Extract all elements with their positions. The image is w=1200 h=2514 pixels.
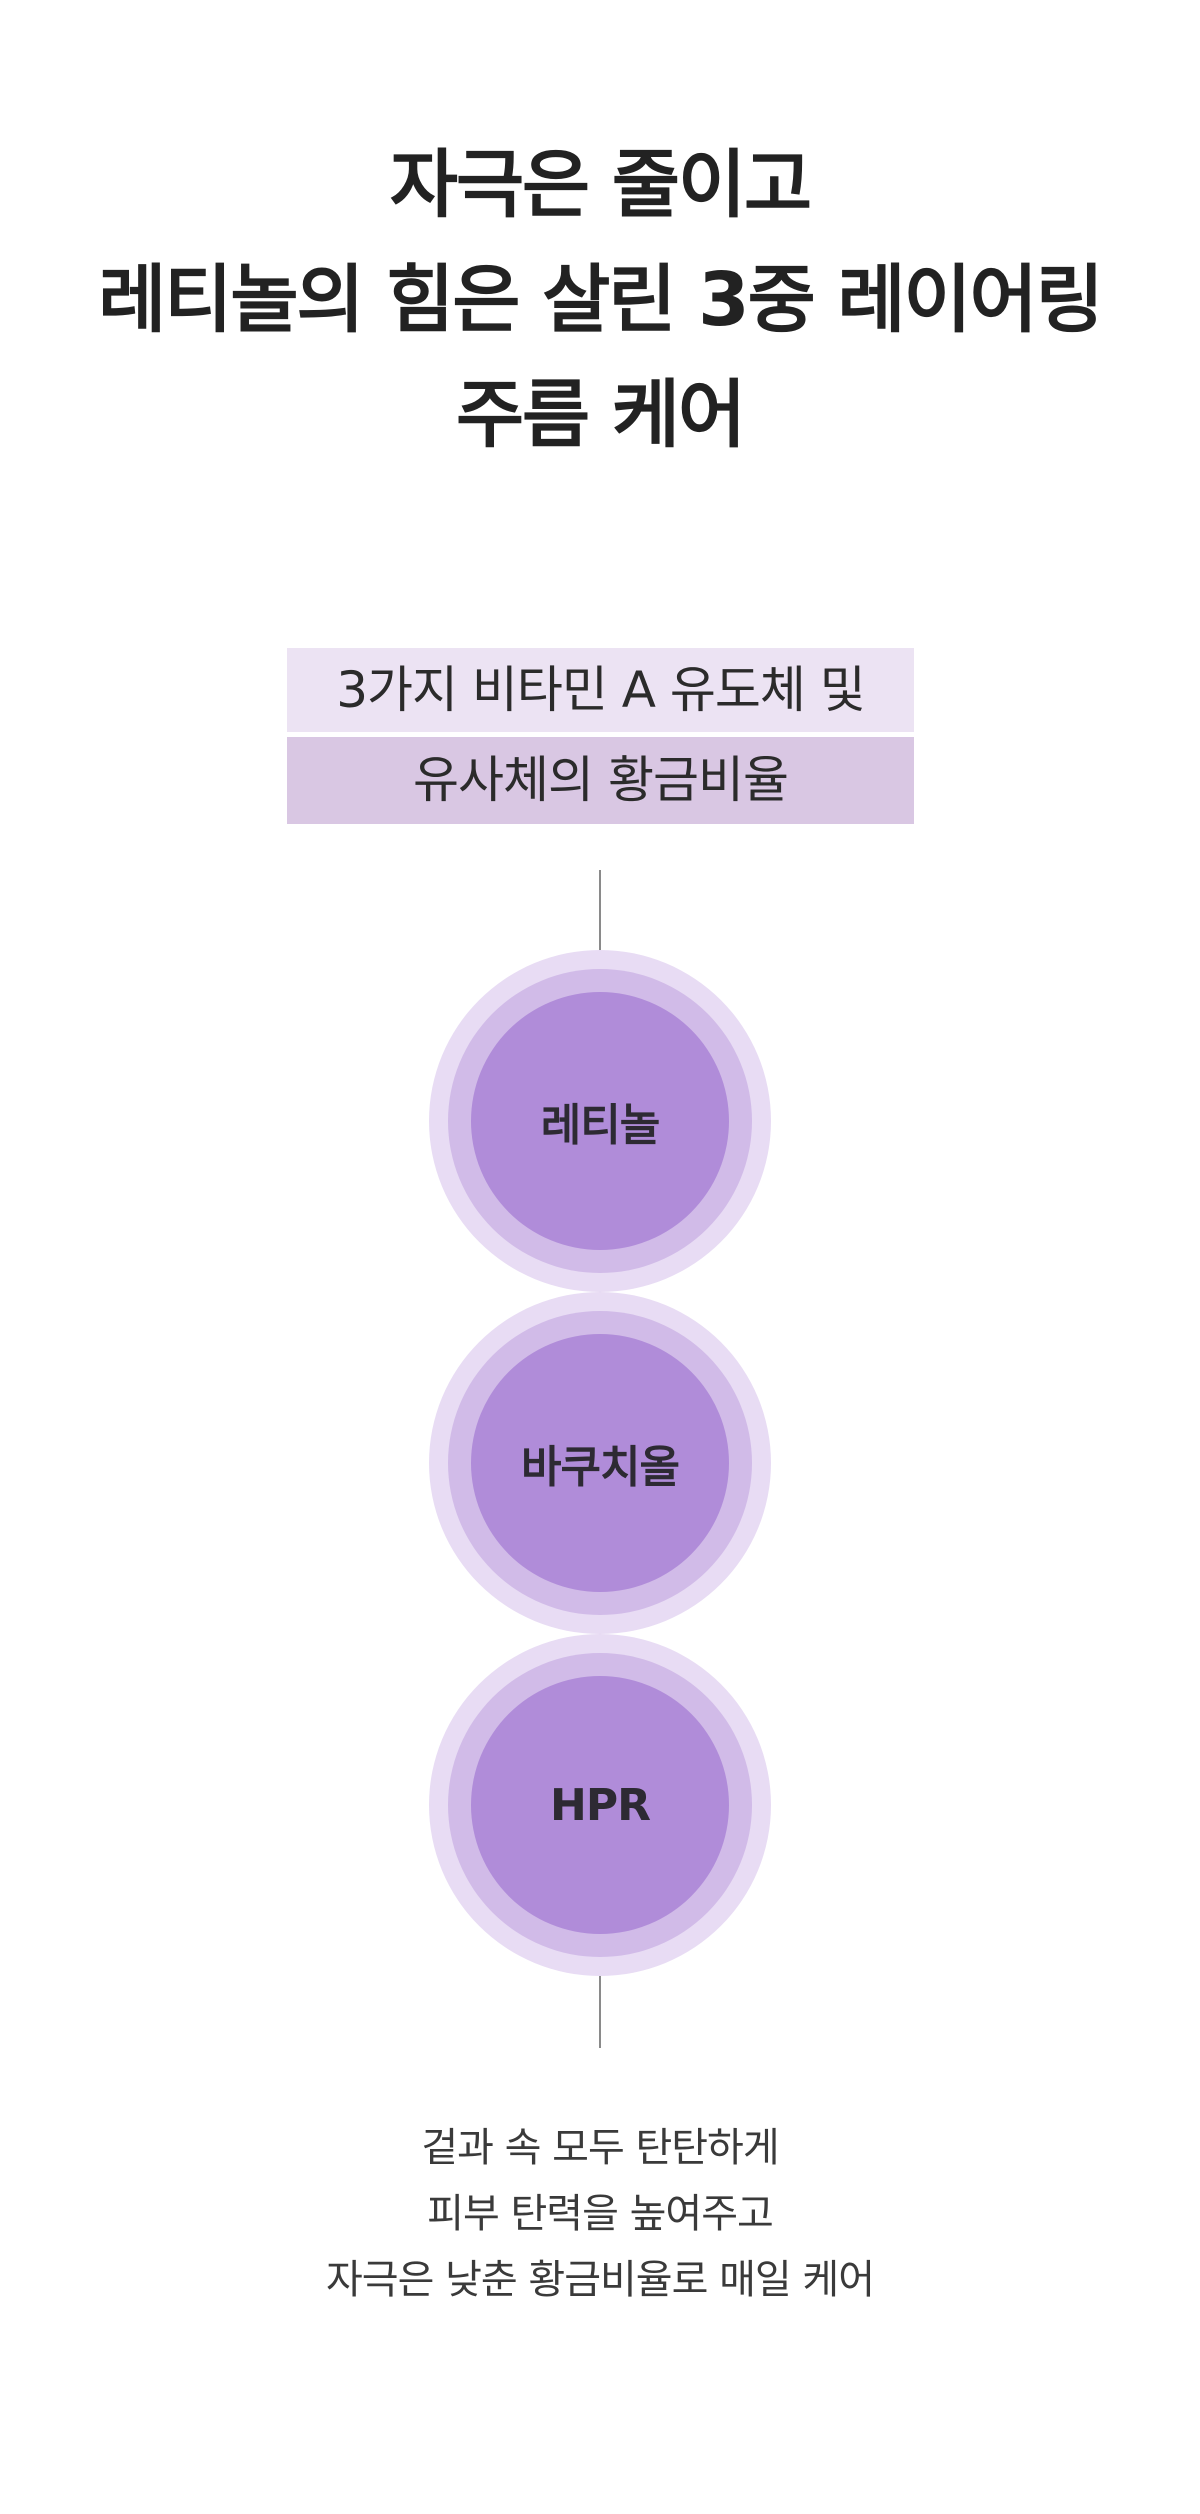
headline-line-2: 레티놀의 힘은 살린 3중 레이어링 [98,257,1104,343]
description-line-3: 자극은 낮춘 황금비율로 매일 케어 [325,2257,875,2303]
layer-label-hpr: HPR [471,1676,729,1934]
description-line-1: 겉과 속 모두 탄탄하게 [421,2125,779,2171]
layer-circle-retinol: 레티놀 [429,950,771,1292]
layer-label-bakuchiol: 바쿠치올 [471,1334,729,1592]
description-line-2: 피부 탄력을 높여주고 [427,2191,774,2237]
headline-line-1: 자극은 줄이고 [389,142,812,228]
layer-circle-hpr: HPR [429,1634,771,1976]
headline-line-3: 주름 케어 [455,372,746,458]
description: 겉과 속 모두 탄탄하게 피부 탄력을 높여주고 자극은 낮춘 황금비율로 매일… [0,2115,1200,2313]
layer-circle-bakuchiol: 바쿠치올 [429,1292,771,1634]
headline: 자극은 줄이고 레티놀의 힘은 살린 3중 레이어링 주름 케어 [0,128,1200,473]
ratio-label-bottom: 유사체의 황금비율 [287,737,914,824]
layer-label-retinol: 레티놀 [471,992,729,1250]
ratio-label-top: 3가지 비타민 A 유도체 및 [287,648,914,732]
